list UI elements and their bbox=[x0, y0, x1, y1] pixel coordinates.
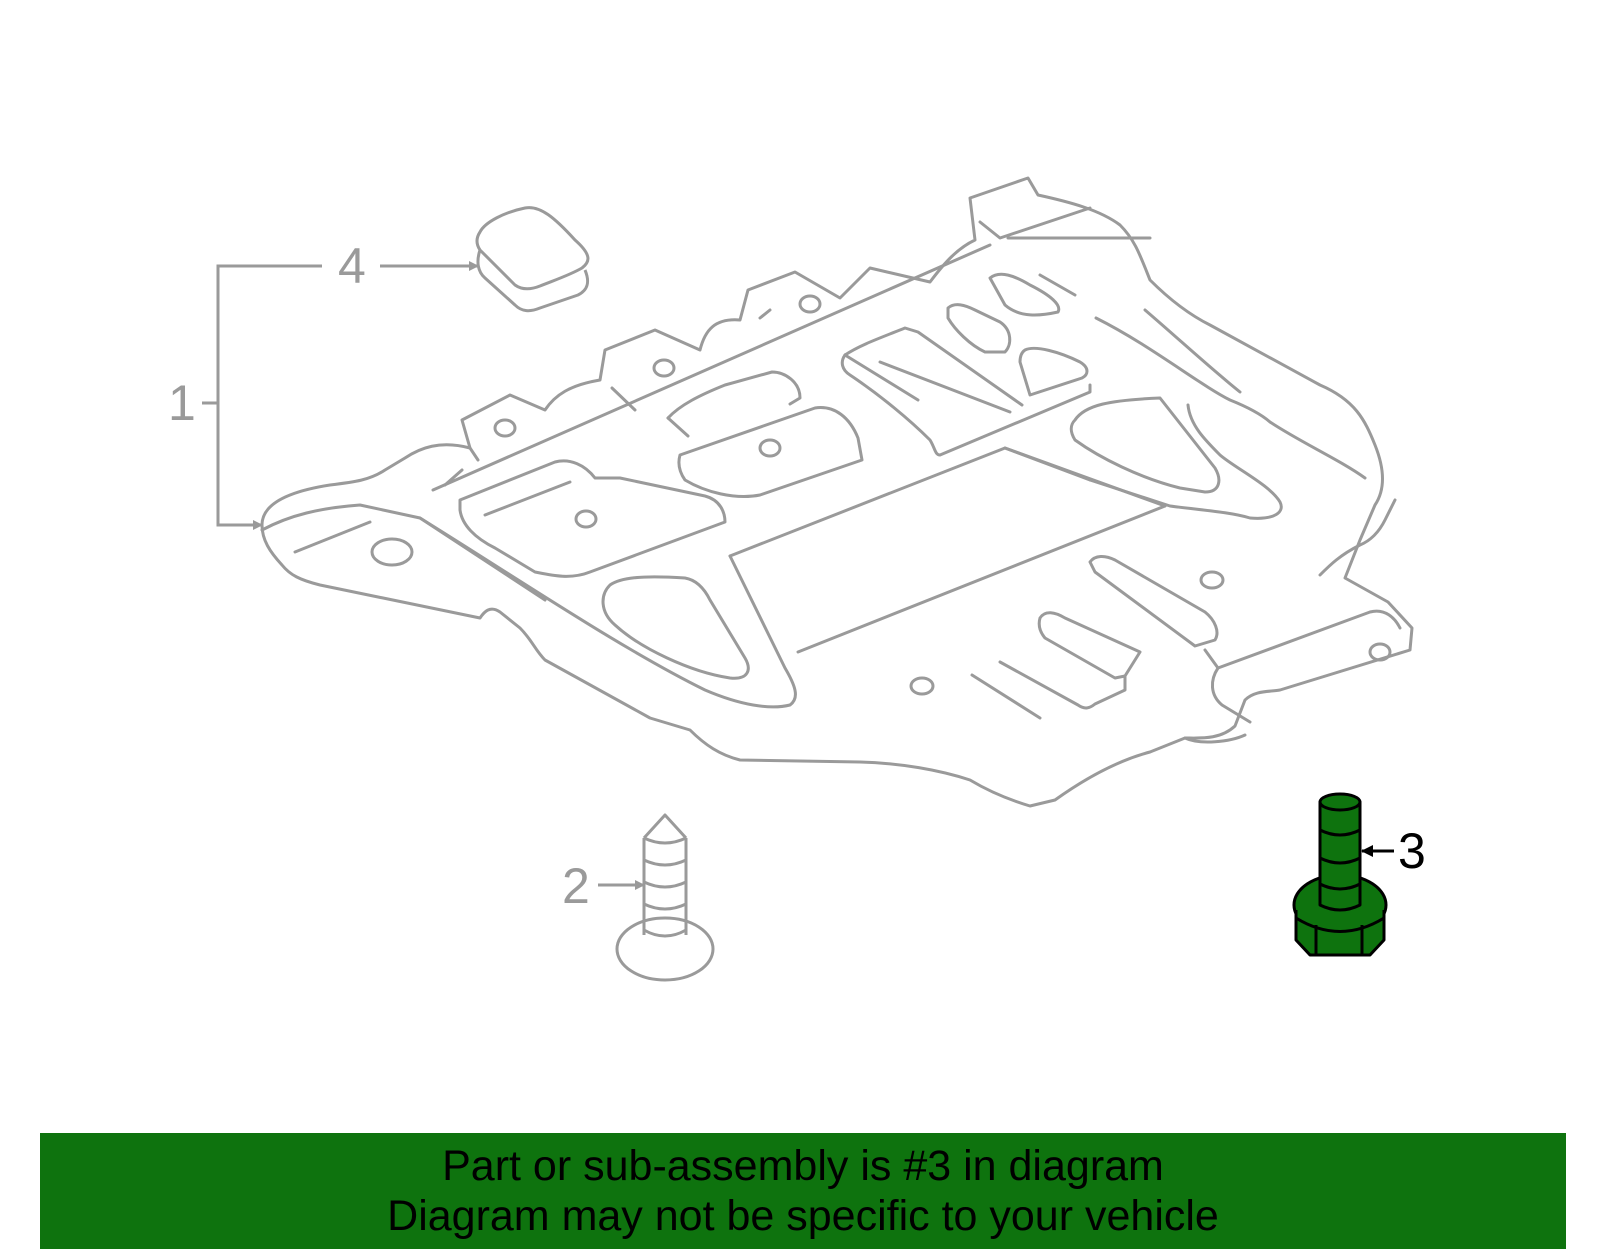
cover-clip[interactable] bbox=[475, 206, 590, 313]
banner-line-1: Part or sub-assembly is #3 in diagram bbox=[442, 1142, 1164, 1190]
callout-1: 1 bbox=[168, 375, 196, 431]
leader-lines bbox=[202, 261, 1394, 890]
callout-3: 3 bbox=[1398, 823, 1426, 879]
callout-4: 4 bbox=[338, 238, 366, 294]
banner-line-2: Diagram may not be specific to your vehi… bbox=[387, 1192, 1219, 1240]
callout-2: 2 bbox=[562, 858, 590, 914]
self-tapping-screw[interactable] bbox=[615, 813, 715, 982]
info-banner: Part or sub-assembly is #3 in diagram Di… bbox=[40, 1133, 1566, 1249]
leader-line-1 bbox=[216, 264, 322, 530]
engine-under-cover[interactable] bbox=[260, 176, 1414, 808]
flange-bolt[interactable] bbox=[1292, 792, 1388, 957]
